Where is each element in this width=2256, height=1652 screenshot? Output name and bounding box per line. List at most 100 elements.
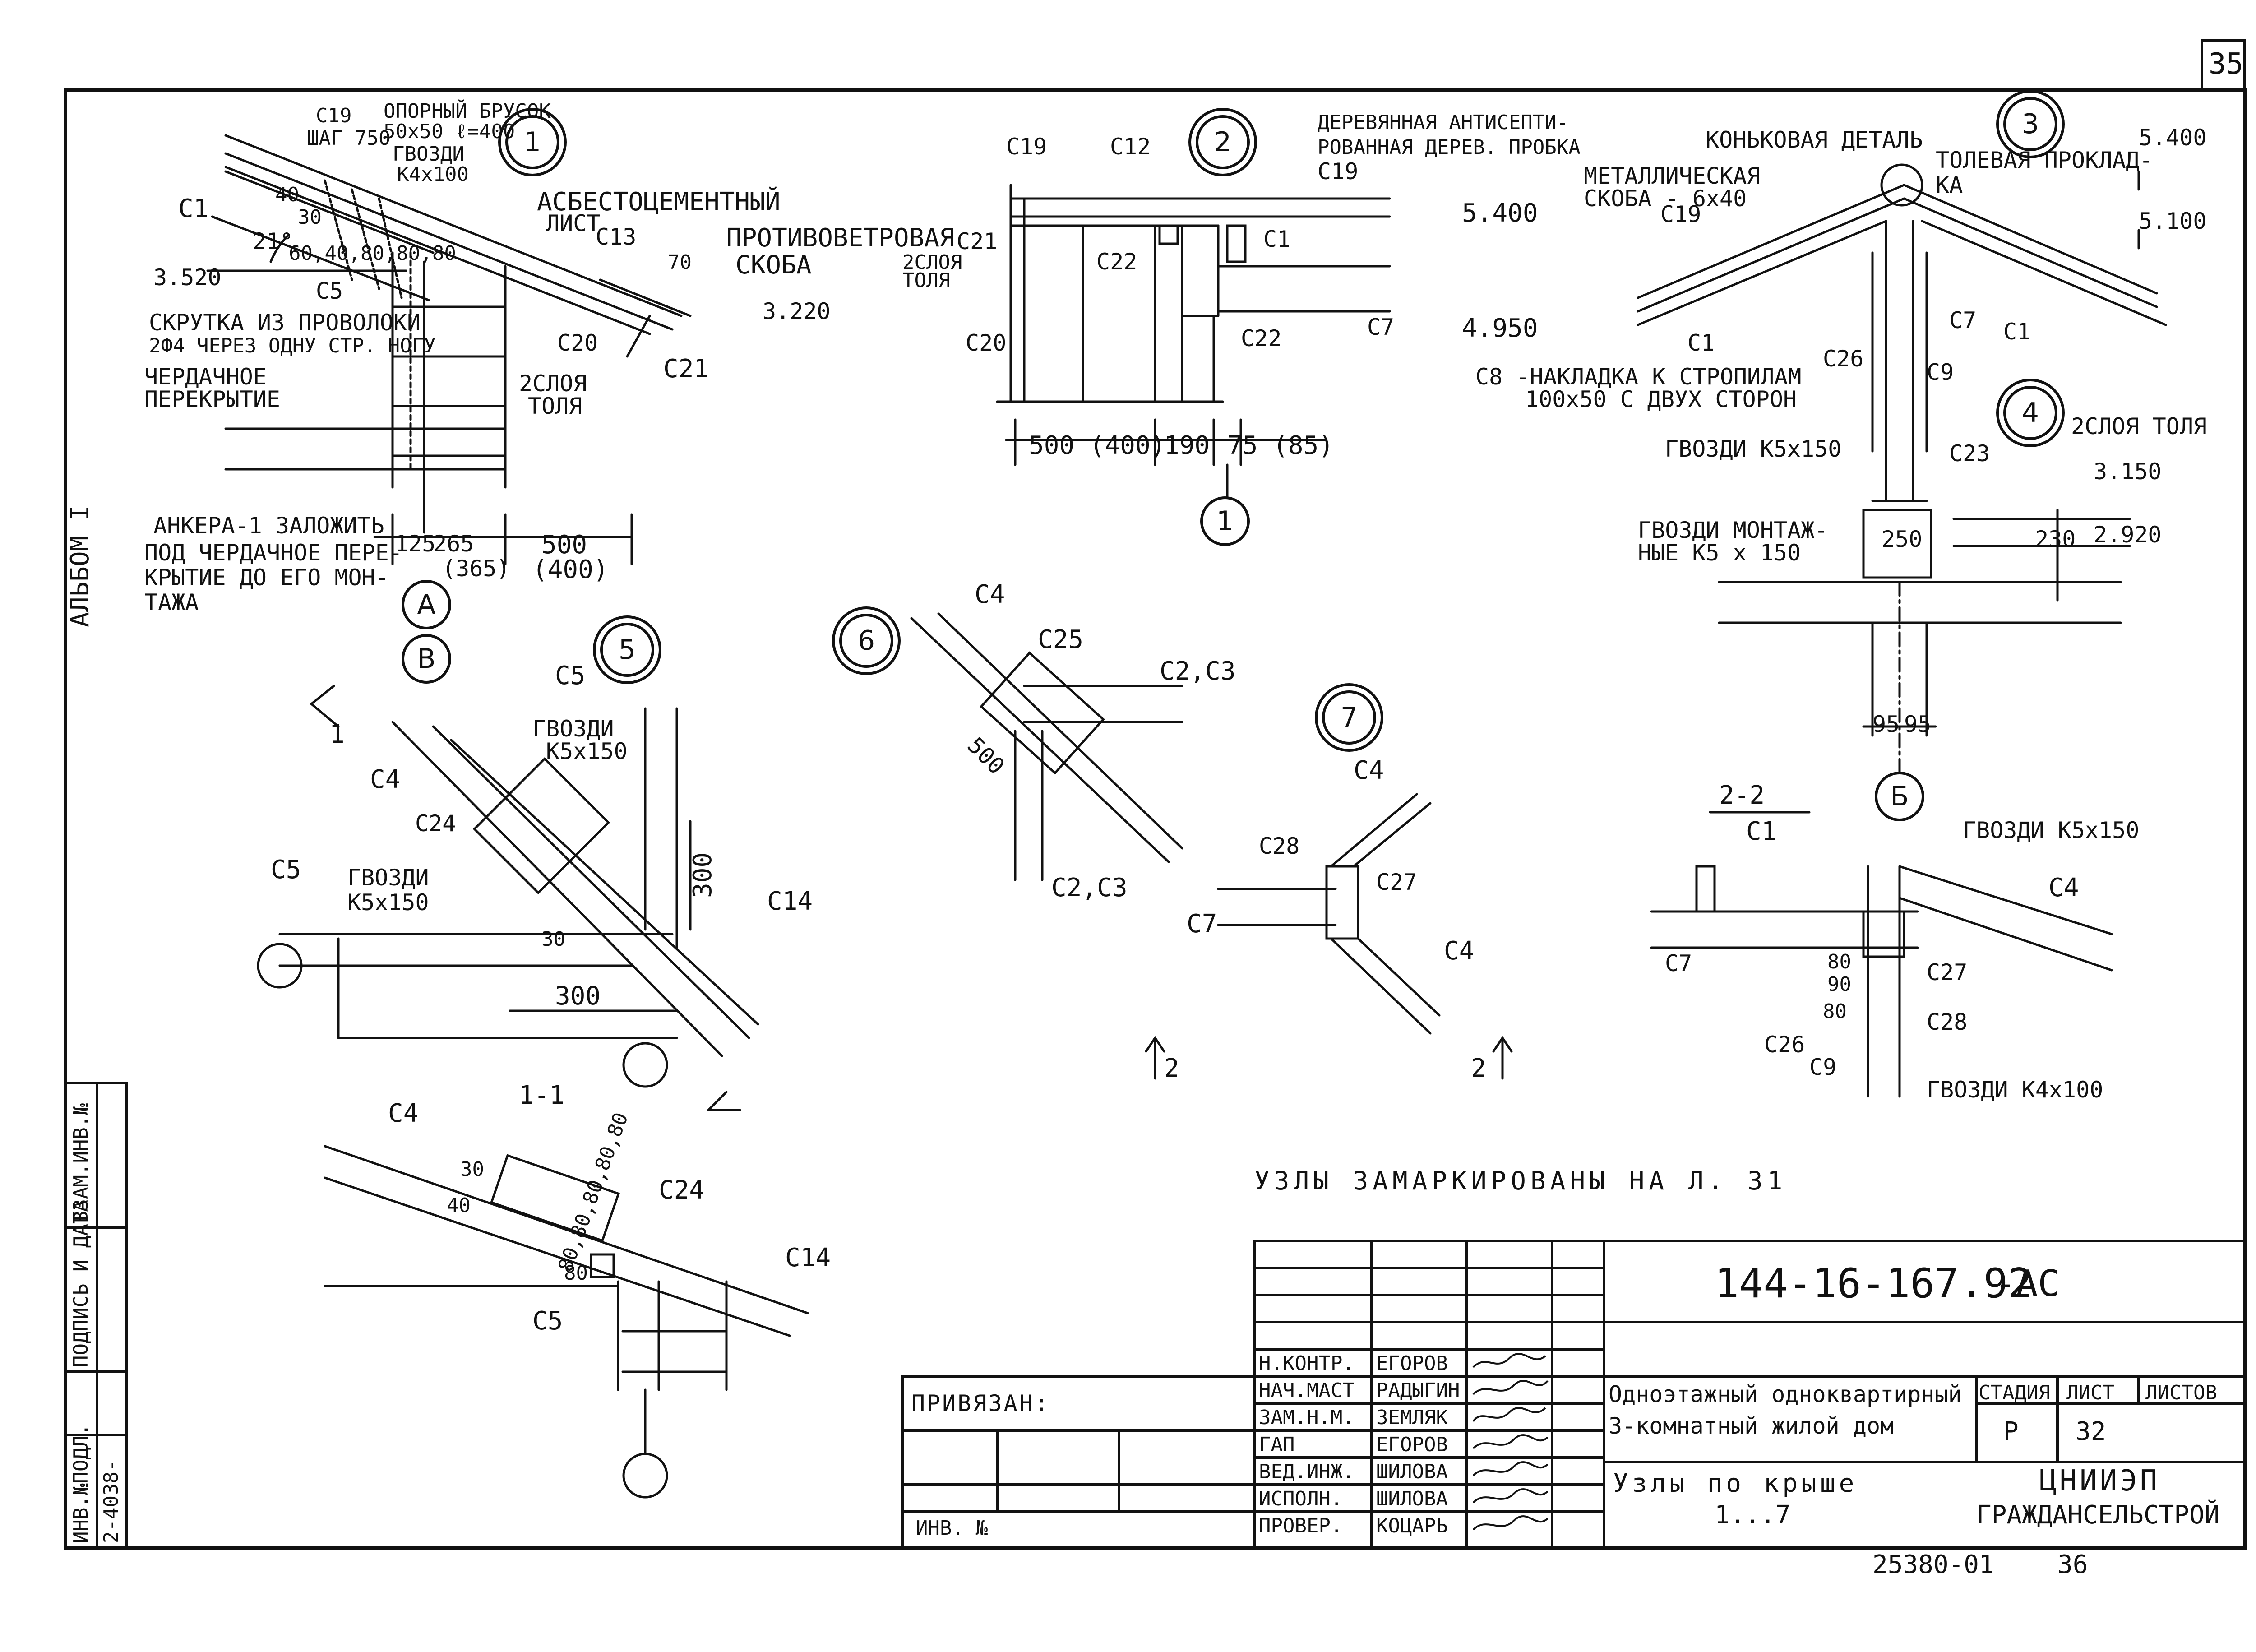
- s11-d30: 30: [460, 1158, 484, 1181]
- node-marker-2: 2: [1196, 115, 1250, 169]
- tb-org-1: ЦНИИЭП: [2039, 1464, 2160, 1498]
- n1-c21: С21: [663, 354, 709, 384]
- n4-nails: ГВОЗДИ К5х150: [1665, 436, 1842, 462]
- n1-dim-125: 125: [395, 531, 436, 557]
- tb-sheets-label: ЛИСТОВ: [2145, 1381, 2217, 1404]
- n2-dim-500: 500 (400): [1029, 431, 1166, 460]
- side-stamp-inv-value: 2-4038-: [100, 1459, 123, 1543]
- n3-c8-1: С8 -НАКЛАДКА К СТРОПИЛАМ: [1475, 364, 1802, 390]
- axis-marker-v: В: [402, 634, 451, 684]
- tb-stage-label: СТАДИЯ: [1979, 1381, 2050, 1404]
- node-marker-4: 4: [2003, 386, 2057, 440]
- tb-sheet-title-1: Узлы по крыше: [1613, 1469, 1858, 1498]
- n3-metal-2: СКОБА - 6х40: [1584, 185, 1747, 212]
- s11-c4: С4: [388, 1099, 419, 1128]
- tb-staff-role-5: ИСПОЛН.: [1259, 1487, 1343, 1510]
- n1-anchor-2: ПОД ЧЕРДАЧНОЕ ПЕРЕ-: [144, 540, 402, 566]
- s11-c5: С5: [532, 1306, 563, 1336]
- n7-c4b: С4: [1444, 936, 1475, 966]
- n7-cut-a: 2: [1164, 1054, 1179, 1083]
- s22-nails-b: ГВОЗДИ К4х100: [1927, 1077, 2103, 1103]
- n1-tar-1: 2СЛОЯ: [519, 370, 587, 397]
- n3-c7: С7: [1949, 307, 1977, 333]
- tb-doc-suffix: -АС: [1994, 1263, 2060, 1305]
- n1-dim-30: 30: [298, 206, 322, 229]
- n7-c27: С27: [1376, 869, 1417, 895]
- signatures: [1472, 1353, 1549, 1531]
- n2-c21: С21: [957, 228, 998, 255]
- n7-c4a: С4: [1354, 756, 1384, 785]
- s22-d80b: 80: [1823, 1000, 1847, 1023]
- node-marker-6-label: 6: [857, 625, 875, 657]
- tb-staff-role-6: ПРОВЕР.: [1259, 1514, 1343, 1537]
- n4-tar: 2СЛОЯ ТОЛЯ: [2071, 413, 2207, 440]
- n5-dim-300b: 300: [555, 981, 601, 1011]
- tb-staff-role-0: Н.КОНТР.: [1259, 1352, 1355, 1375]
- s22-c1: С1: [1746, 817, 1777, 846]
- n2-dim-75: 75 (85): [1227, 431, 1334, 460]
- n2-dim-190: 190: [1164, 431, 1210, 460]
- nodes-note: УЗЛЫ ЗАМАРКИРОВАНЫ НА Л. 31: [1254, 1166, 1787, 1196]
- n1-wind-2: СКОБА: [735, 250, 812, 280]
- n1-c20: С20: [557, 330, 598, 356]
- node1-drawing: [206, 134, 692, 565]
- axis-marker-b-label: Б: [1890, 781, 1909, 812]
- n4-mark-3150: 3.150: [2094, 458, 2162, 485]
- side-stamp-col2: ПОДПИСЬ И ДАТА: [69, 1200, 92, 1367]
- n5-nails-2a: ГВОЗДИ: [347, 865, 429, 891]
- n2-c22b: С22: [1241, 325, 1282, 352]
- axis-marker-a-label: А: [417, 589, 436, 620]
- n2-c19b: С19: [1318, 158, 1359, 185]
- n2-tar-1: 2СЛОЯ: [902, 251, 962, 274]
- n5-nails-1a: ГВОЗДИ: [532, 716, 614, 742]
- tb-org-2: ГРАЖДАНСЕЛЬСТРОЙ: [1976, 1500, 2220, 1530]
- n1-c5: С5: [316, 278, 343, 304]
- n2-c1: С1: [1263, 226, 1291, 252]
- tb-project-2: 3-комнатный жилой дом: [1609, 1413, 1894, 1439]
- n1-c19: С19: [316, 104, 352, 127]
- tb-staff-name-4: ШИЛОВА: [1376, 1460, 1448, 1483]
- node-marker-1-label: 1: [523, 126, 541, 158]
- n1-attic-2: ПЕРЕКРЫТИЕ: [144, 386, 281, 412]
- tb-stage-value: Р: [2003, 1417, 2019, 1446]
- tb-staff-name-0: ЕГОРОВ: [1376, 1352, 1448, 1375]
- tb-bound: ПРИВЯЗАН:: [911, 1390, 1050, 1416]
- n1-dim-400: (400): [532, 555, 609, 584]
- s11-d40: 40: [447, 1194, 471, 1217]
- n1-angle: 21°: [253, 228, 294, 255]
- section-ref-marker-1-label: 1: [1216, 505, 1234, 537]
- page-number-box: [2201, 39, 2246, 92]
- n3-c8-2: 100х50 С ДВУХ СТОРОН: [1525, 386, 1797, 412]
- page-number: 35: [2209, 47, 2244, 81]
- n1-wind-1: ПРОТИВОВЕТРОВАЯ: [726, 223, 955, 253]
- n3-mark-5100: 5.100: [2139, 208, 2207, 234]
- s22-c4: С4: [2048, 873, 2079, 902]
- n1-asbestos-2: ЛИСТ: [546, 210, 601, 236]
- n2-c7: С7: [1367, 314, 1395, 340]
- n2-mark-5400: 5.400: [1462, 199, 1538, 228]
- n1-twist-1: СКРУТКА ИЗ ПРОВОЛОКИ: [149, 310, 421, 336]
- bottom-code: 25380-01: [1872, 1550, 1994, 1579]
- n4-mount-1: ГВОЗДИ МОНТАЖ-: [1638, 517, 1828, 543]
- n1-dim-500: 500: [541, 530, 587, 560]
- n1-c13: С13: [596, 224, 637, 250]
- s22-c9: С9: [1809, 1054, 1837, 1080]
- tb-inv: ИНВ. №: [916, 1517, 988, 1540]
- n4-mount-2: НЫЕ К5 х 150: [1638, 540, 1801, 566]
- n1-dim-365: (365): [442, 555, 510, 582]
- n3-ridge: КОНЬКОВАЯ ДЕТАЛЬ: [1706, 127, 1923, 153]
- n6-c23: С2,С3: [1160, 657, 1236, 686]
- n1-attic-1: ЧЕРДАЧНОЕ: [144, 364, 267, 390]
- n3-metal-1: МЕТАЛЛИЧЕСКАЯ: [1584, 163, 1761, 189]
- n7-c28: С28: [1259, 833, 1300, 859]
- tb-staff-name-6: КОЦАРЬ: [1376, 1514, 1448, 1537]
- section11-drawing: [324, 1145, 809, 1499]
- axis-marker-a: А: [402, 580, 451, 629]
- s22-nails-a: ГВОЗДИ К5х150: [1963, 817, 2140, 843]
- n2-c22a: С22: [1096, 249, 1137, 275]
- node-marker-3: 3: [2003, 97, 2057, 151]
- n5-c24: С24: [415, 810, 456, 837]
- n1-step: ШАГ 750: [307, 127, 391, 150]
- n3-c19: С19: [1660, 201, 1701, 227]
